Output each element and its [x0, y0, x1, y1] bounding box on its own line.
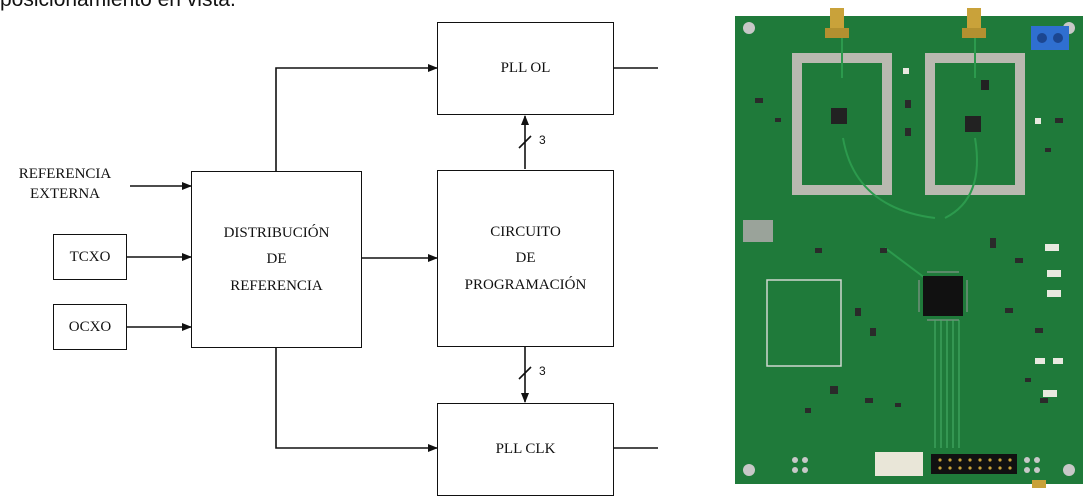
tcxo-label: TCXO [69, 248, 111, 265]
dist-line2: DE [266, 251, 287, 268]
prog-line1: CIRCUITO [490, 224, 561, 241]
bus-width-top-label: 3 [539, 133, 546, 147]
programming-circuit-block: CIRCUITO DE PROGRAMACIÓN [437, 170, 614, 347]
prog-line2: DE [515, 250, 536, 267]
external-reference-label: REFERENCIA EXTERNA [2, 165, 128, 204]
pll-ol-label: PLL OL [500, 60, 551, 77]
external-reference-line2: EXTERNA [30, 185, 100, 202]
arrow-dist-to-pll-ol [275, 64, 438, 172]
dist-line1: DISTRIBUCIÓN [223, 225, 330, 242]
pll-clk-label: PLL CLK [495, 441, 556, 458]
bus-width-bottom-label: 3 [539, 364, 546, 378]
pcb-board-photo [735, 8, 1083, 488]
caption-text: posicionamiento en vista. [0, 0, 236, 12]
external-reference-line1: REFERENCIA [18, 166, 112, 182]
tcxo-block: TCXO [53, 234, 127, 280]
ocxo-block: OCXO [53, 304, 127, 350]
pll-ol-block: PLL OL [437, 22, 614, 115]
dist-line3: REFERENCIA [230, 277, 323, 294]
ocxo-label: OCXO [68, 318, 112, 335]
pll-clk-block: PLL CLK [437, 403, 614, 496]
reference-distribution-block: DISTRIBUCIÓN DE REFERENCIA [191, 171, 362, 348]
prog-line3: PROGRAMACIÓN [464, 276, 587, 293]
arrow-dist-to-pll-clk [275, 347, 438, 452]
